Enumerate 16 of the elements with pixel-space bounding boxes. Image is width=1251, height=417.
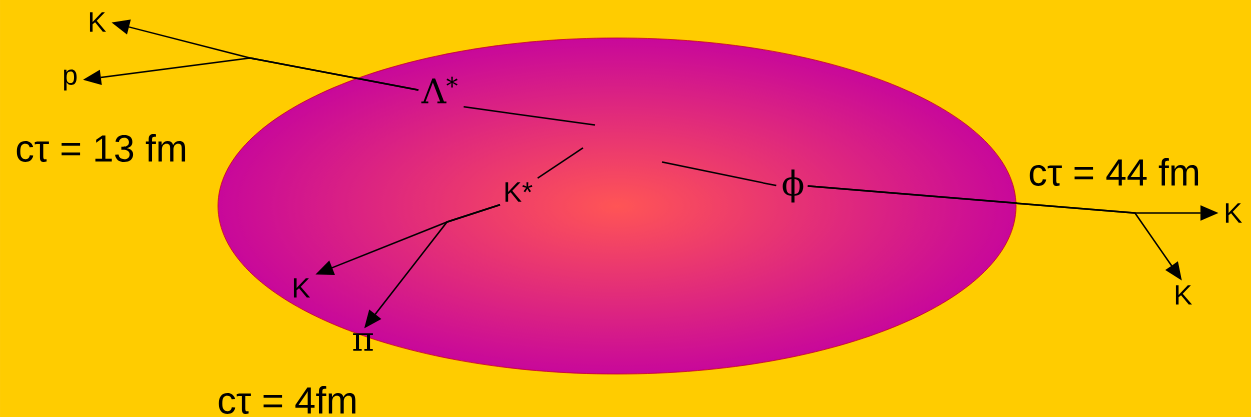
track-line — [661, 161, 777, 187]
lifetime-label: cτ = 4fm — [218, 386, 356, 414]
particle-label: p — [64, 69, 77, 91]
particle-label: ϕ — [782, 169, 804, 203]
fireball-shape — [217, 37, 1017, 375]
particle-label: Λ$^{*}$ — [421, 76, 458, 104]
particle-label: π — [353, 333, 373, 351]
lifetime-label: cτ = 13 fm — [16, 134, 186, 162]
track-line — [536, 147, 584, 179]
particle-label: K* — [505, 182, 533, 202]
lifetime-label: cτ = 44 fm — [1029, 158, 1198, 186]
particle-label: K — [1175, 285, 1192, 305]
particle-label: K — [1225, 203, 1242, 223]
particle-label: K — [89, 12, 107, 32]
track-line — [462, 106, 596, 126]
particle-label: K — [293, 278, 311, 298]
